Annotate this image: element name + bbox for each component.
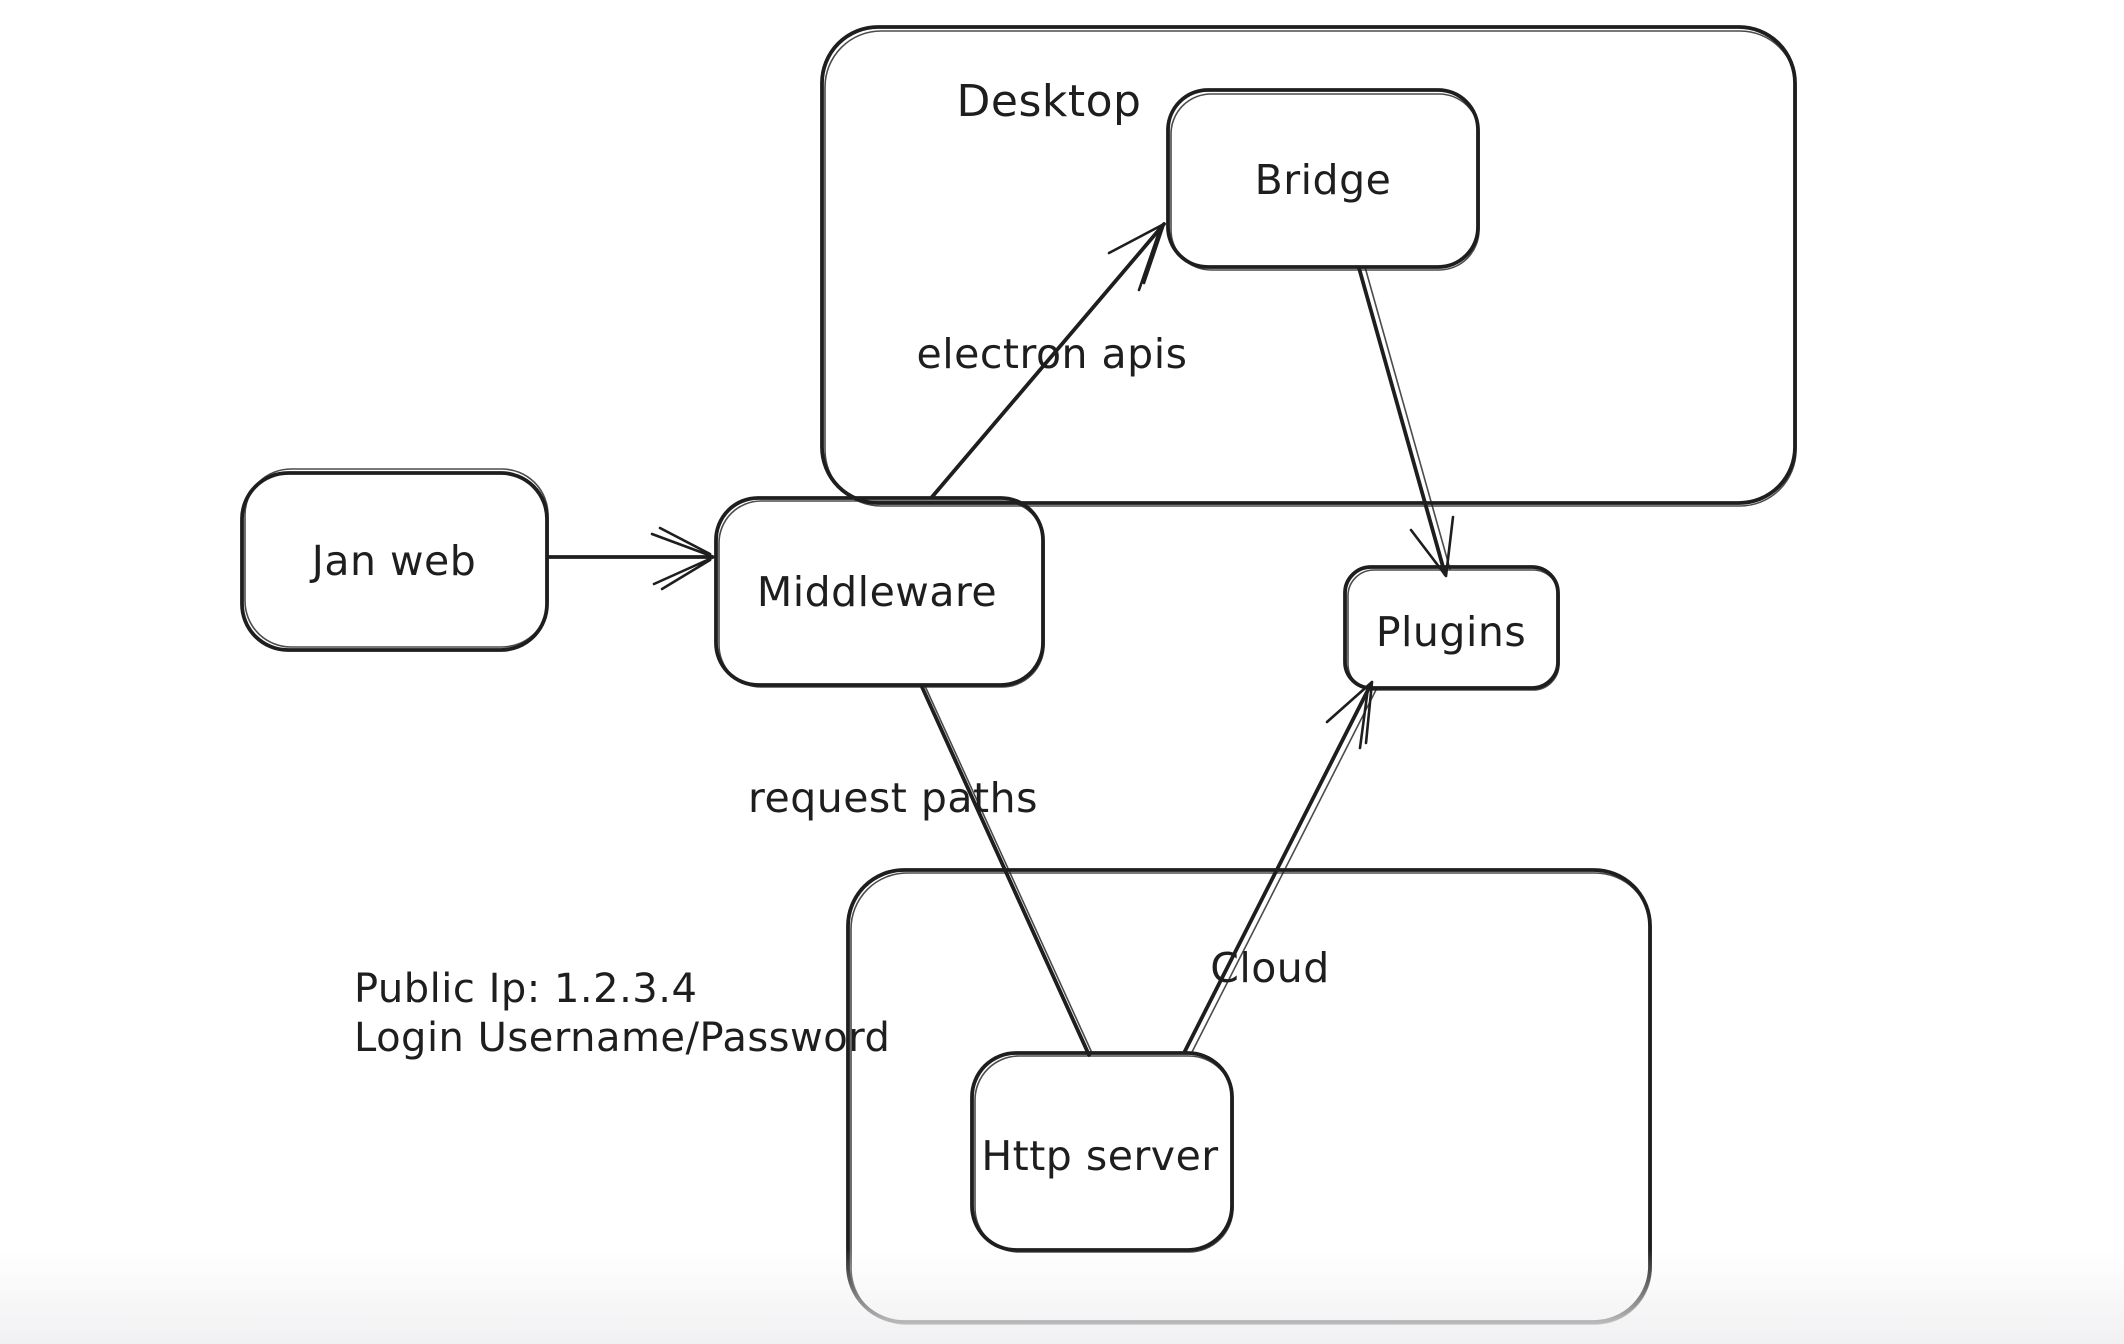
edge-line-sketch-stroke	[1364, 266, 1451, 570]
container-desktop[interactable]: Desktop	[820, 25, 1797, 507]
plugins-box[interactable]	[1343, 565, 1560, 690]
bridge-label[interactable]: Bridge	[1255, 156, 1392, 204]
desktop-box-sketch-stroke	[824, 30, 1797, 507]
plugins-label[interactable]: Plugins	[1376, 608, 1526, 656]
jan-web-label[interactable]: Jan web	[309, 537, 477, 585]
electron-apis-label[interactable]: electron apis	[917, 330, 1188, 378]
jan-web-box[interactable]	[240, 471, 549, 652]
node-http-server[interactable]: Http server	[970, 1051, 1234, 1253]
cloud-box[interactable]	[846, 868, 1652, 1324]
login-text[interactable]: Login Username/Password	[354, 1015, 890, 1061]
http-server-label[interactable]: Http server	[981, 1132, 1218, 1180]
edge-middleware-to-http-server[interactable]: request paths	[748, 685, 1093, 1057]
edge-line[interactable]	[1357, 266, 1447, 576]
edge-bridge-to-plugins[interactable]	[1357, 266, 1455, 578]
edge-line-sketch-stroke	[1190, 687, 1378, 1055]
edge-http-server-to-plugins[interactable]	[1183, 680, 1378, 1055]
plugins-box-sketch-stroke	[1347, 569, 1560, 691]
edge-line[interactable]	[930, 222, 1166, 499]
node-plugins[interactable]: Plugins	[1343, 565, 1560, 691]
edge-line[interactable]	[1183, 682, 1373, 1053]
request-paths-label[interactable]: request paths	[748, 774, 1038, 822]
node-bridge[interactable]: Bridge	[1166, 88, 1480, 271]
arrowhead-up-right-icon	[1107, 222, 1166, 292]
arrowhead-right-icon	[650, 526, 716, 591]
middleware-box[interactable]	[714, 496, 1045, 687]
bridge-box-sketch-stroke	[1170, 93, 1480, 271]
desktop-box[interactable]	[820, 25, 1797, 505]
node-middleware[interactable]: Middleware	[714, 496, 1045, 688]
jan-web-box-sketch-stroke	[244, 468, 549, 648]
annotation-credentials[interactable]: Public Ip: 1.2.3.4 Login Username/Passwo…	[354, 966, 890, 1061]
middleware-box-sketch-stroke	[718, 500, 1045, 688]
edge-line-sketch-stroke	[924, 685, 1093, 1054]
cloud-label[interactable]: Cloud	[1210, 944, 1330, 992]
edge-line[interactable]	[920, 685, 1091, 1057]
public-ip-text[interactable]: Public Ip: 1.2.3.4	[354, 966, 697, 1012]
edge-middleware-to-bridge[interactable]: electron apis	[917, 222, 1188, 499]
bridge-box[interactable]	[1166, 88, 1480, 269]
middleware-label[interactable]: Middleware	[757, 568, 997, 616]
desktop-label[interactable]: Desktop	[957, 76, 1142, 127]
node-jan-web[interactable]: Jan web	[240, 468, 549, 652]
edge-jan-web-to-middleware[interactable]	[547, 526, 716, 591]
